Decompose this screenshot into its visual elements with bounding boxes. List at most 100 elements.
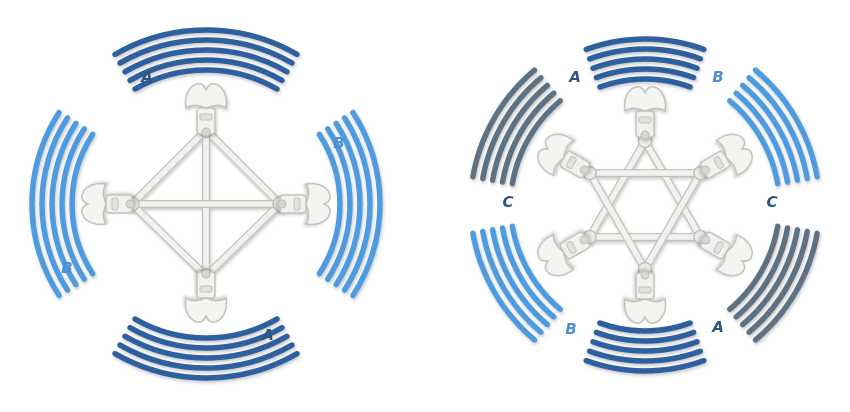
wave-arc	[727, 223, 781, 312]
motor-clamp	[713, 241, 724, 254]
motor-hub	[579, 165, 589, 175]
wave-group-right	[316, 109, 383, 299]
hex-label-upper-left: C	[502, 193, 513, 211]
wave-arc	[509, 223, 563, 312]
wave-arc	[597, 320, 693, 334]
motor-bell	[623, 297, 667, 324]
motor-hub	[640, 130, 650, 140]
wave-arc	[746, 75, 810, 182]
wave-arc	[480, 228, 544, 335]
wave-arc	[583, 36, 707, 53]
wave-arc	[590, 56, 700, 71]
wave-group-down	[583, 320, 707, 374]
wave-arc	[39, 115, 71, 293]
wave-group-lower-right	[727, 223, 820, 343]
wave-arc	[117, 37, 295, 66]
wave-arc	[112, 27, 300, 58]
wave-group-left	[29, 109, 96, 299]
motor-down	[184, 269, 228, 323]
motor-lower-left	[537, 231, 591, 277]
wave-arc	[333, 120, 363, 288]
wave-arc	[470, 230, 538, 343]
wave-arc	[752, 230, 820, 343]
frame-strut	[203, 127, 283, 207]
motor-right	[277, 182, 331, 226]
motor-clamp	[566, 241, 577, 254]
motor-bell	[184, 296, 228, 323]
quad-label-up: A	[140, 68, 153, 86]
wave-arc	[733, 225, 791, 320]
wave-arc	[127, 324, 285, 351]
motor-up	[623, 86, 667, 140]
wave-arc	[480, 75, 544, 182]
wave-group-up	[583, 36, 707, 90]
wave-arc	[489, 82, 551, 183]
wave-arc	[49, 120, 79, 288]
motor-clamp	[199, 113, 213, 121]
motor-clamp	[293, 197, 301, 211]
motor-upper-right	[699, 133, 753, 179]
hex-label-lower-left: B	[565, 320, 576, 338]
hex-label-up: A	[568, 68, 581, 86]
wave-arc	[117, 342, 295, 371]
wave-group-upper-right	[727, 67, 820, 187]
hex-frame	[582, 133, 708, 277]
motor-hub	[701, 235, 711, 245]
quad-label-down: A	[261, 326, 274, 344]
hex-label-lower-right: C	[766, 193, 777, 211]
wave-arc	[593, 66, 697, 81]
motor-bell	[184, 83, 228, 110]
frame-strut	[586, 170, 648, 272]
wave-arc	[499, 90, 557, 185]
motor-bell	[537, 133, 575, 177]
motor-lower-right	[699, 231, 753, 277]
wave-arc	[324, 126, 353, 282]
wave-arc	[112, 350, 300, 381]
wave-arc	[489, 227, 551, 328]
wave-group-up	[112, 27, 300, 92]
frame-strut	[129, 201, 209, 279]
frame-strut	[642, 138, 704, 240]
wave-arc	[341, 115, 373, 293]
frame-strut	[586, 138, 648, 240]
wave-arc	[59, 126, 88, 282]
wave-arc	[350, 109, 383, 299]
motor-bell	[715, 233, 753, 277]
motor-hub	[640, 270, 650, 280]
wave-arc	[733, 90, 791, 185]
motor-bell	[715, 133, 753, 177]
wave-arc	[583, 357, 707, 374]
wave-arc	[132, 316, 280, 341]
wave-arc	[316, 131, 343, 277]
wave-arc	[132, 67, 280, 92]
motor-bell	[81, 182, 108, 226]
motor-clamp	[713, 156, 724, 169]
motor-hub	[201, 269, 211, 279]
motor-clamp	[638, 286, 652, 294]
wave-arc	[586, 46, 704, 62]
wave-arc	[122, 333, 290, 361]
motor-up	[184, 83, 228, 137]
motor-hub	[701, 165, 711, 175]
wave-arc	[597, 76, 693, 90]
quad-frame	[124, 122, 288, 284]
motor-bell	[304, 182, 331, 226]
wave-arc	[739, 227, 801, 328]
motor-hub	[277, 199, 287, 209]
hex-label-upper-right: B	[712, 68, 723, 86]
wave-group-down	[112, 316, 300, 381]
wave-arc	[746, 228, 810, 335]
quad-label-right: B	[333, 134, 344, 152]
frame-strut	[642, 170, 704, 272]
wave-arc	[499, 225, 557, 320]
wave-arc	[586, 348, 704, 364]
wave-arc	[470, 67, 538, 180]
motor-bell	[537, 233, 575, 277]
quad-label-left: B	[61, 259, 72, 277]
motor-upper-left	[537, 133, 591, 179]
motor-bell	[623, 86, 667, 113]
quad-diagram: A B A B	[29, 27, 383, 381]
motor-left	[81, 182, 135, 226]
